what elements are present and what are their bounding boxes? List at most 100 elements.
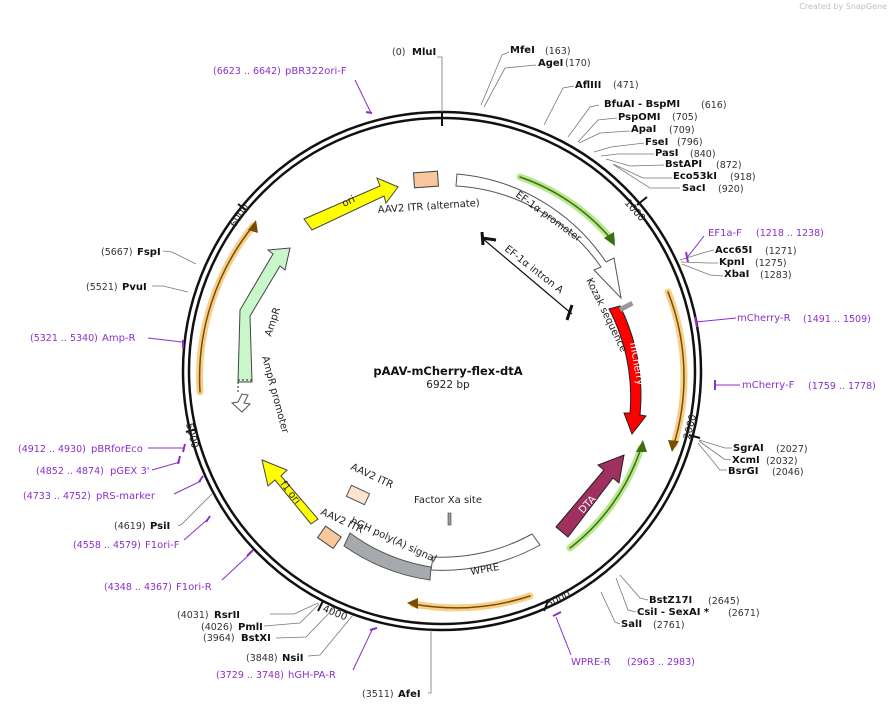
itr-alt-label: AAV2 ITR (alternate) [377,198,480,216]
site-pos: (5667) [101,247,133,258]
site-psii: PsiI [150,521,170,532]
ampr-label: AmpR [263,306,283,338]
ori-label: ori [340,194,357,210]
site-pos: (4026) [201,622,233,633]
site-pos: (1283) [760,270,792,281]
primer-amp-r: Amp-R [102,333,136,344]
wpre-feature [430,533,541,571]
plasmid-name: pAAV-mCherry-flex-dtA [373,364,522,378]
tick-6000: 6000 [228,203,252,230]
tick-1000: 1000 [622,198,647,224]
ef1a-promoter-label: EF-1α promoter [513,190,583,245]
primer-range: (4558 .. 4579) [73,540,141,551]
site-bstapi: BstAPI [665,159,702,170]
primer-mcherry-r: mCherry-R [737,313,791,324]
site-pos: (471) [613,80,639,91]
primer-range: (3729 .. 3748) [216,670,284,681]
site-bsrgi: BsrGI [728,466,758,477]
primer-range: (6623 .. 6642) [213,66,281,77]
site-pos: (5521) [86,282,118,293]
primer-range: (5321 .. 5340) [30,333,98,344]
ef1a-promoter-feature [455,173,622,300]
itr-upper-label: AAV2 ITR [349,462,395,491]
primer-f1ori-r: F1ori-R [176,582,212,593]
site-pspomi: PspOMI [618,112,660,123]
itr-lower-feature [316,525,342,550]
site-bstxi: BstXI [241,633,271,644]
f1-ori-label: f1 ori [278,479,303,506]
site-xcmi: XcmI [732,455,760,466]
site-acc65i: Acc65I [715,245,752,256]
site-mfei: MfeI [510,45,535,56]
site-fspi: FspI [137,247,161,258]
site-sali: SalI [621,619,642,630]
hgh-polya-feature [343,532,432,581]
site-pos: (4619) [114,521,146,532]
factor-xa-label: Factor Xa site [414,495,482,506]
wpre-label: WPRE [470,562,501,578]
site-pos: (170) [565,58,591,69]
site-pos: (2027) [776,444,808,455]
ef1a-intron-feature [481,237,573,315]
site-mlui: MluI [412,47,436,58]
primer-ef1a-f: EF1a-F [708,228,742,239]
f1-ori-feature [261,459,319,525]
site-pasi: PasI [655,148,678,159]
ampr-feature [237,247,291,383]
ampr-promoter-label: AmpR promoter [259,355,290,435]
primer-mcherry-f: mCherry-F [742,380,795,391]
site-pos: (3964) [203,633,235,644]
itr-alt-feature [412,170,439,189]
site-pos: (616) [701,100,727,111]
site-pos: (1275) [755,258,787,269]
site-pos: (3511) [362,689,394,700]
ori-feature [303,177,399,231]
site-pmli: PmlI [238,622,263,633]
site-pos: (0) [392,47,405,58]
primer-hgh-pa-r: hGH-PA-R [288,670,336,681]
ef1a-intron-label: EF-1α intron A [502,244,565,297]
primer-marks [147,79,740,671]
site-agei: AgeI [538,58,563,69]
itr-upper-feature [345,484,371,506]
site-sgrai: SgrAI [733,443,764,454]
site-afei: AfeI [398,689,421,700]
site-pos: (2032) [766,456,798,467]
site-nsii: NsiI [282,653,303,664]
primer-range: (4348 .. 4367) [104,582,172,593]
site-bstz17i: BstZ17I [649,595,692,606]
site-pos: (3848) [246,653,278,664]
site-bfuai-bspmi: BfuAI - BspMI [604,99,680,110]
site-pos: (872) [716,160,742,171]
primer-pbrforeco: pBRforEco [91,444,143,455]
site-fsei: FseI [645,137,668,148]
site-saci: SacI [682,183,706,194]
primer-range: (1218 .. 1238) [756,228,824,239]
primer-pgex3: pGEX 3' [110,466,150,477]
primer-labels: (6623 .. 6642) pBR322ori-F EF1a-F (1218 … [18,66,876,681]
dta-feature [555,454,625,538]
site-csii-sexai: CsiI - SexAI * [637,607,710,618]
ring-ticks [185,112,701,612]
snapgene-watermark: Created by SnapGene [799,2,887,11]
primer-pbr322ori-f: pBR322ori-F [285,66,347,77]
features [230,170,647,581]
factor-xa-marker [447,512,452,526]
site-rsrii: RsrII [214,610,240,621]
plasmid-size: 6922 bp [426,379,470,391]
site-pos: (796) [677,137,703,148]
tick-4000: 4000 [321,604,349,624]
site-labels: (0) MluI MfeI (163) AgeI (170) AflIII (4… [86,45,808,700]
site-pos: (840) [690,149,716,160]
primer-range: (2963 .. 2983) [627,657,695,668]
primer-prs-marker: pRS-marker [96,491,156,502]
site-pos: (2761) [653,620,685,631]
site-apai: ApaI [631,124,656,135]
site-pos: (2645) [708,596,740,607]
site-afliii: AflIII [575,80,601,91]
orf-arcs [196,173,688,612]
primer-range: (4912 .. 4930) [18,444,86,455]
site-leaders [152,51,732,694]
site-xbai: XbaI [724,269,749,280]
